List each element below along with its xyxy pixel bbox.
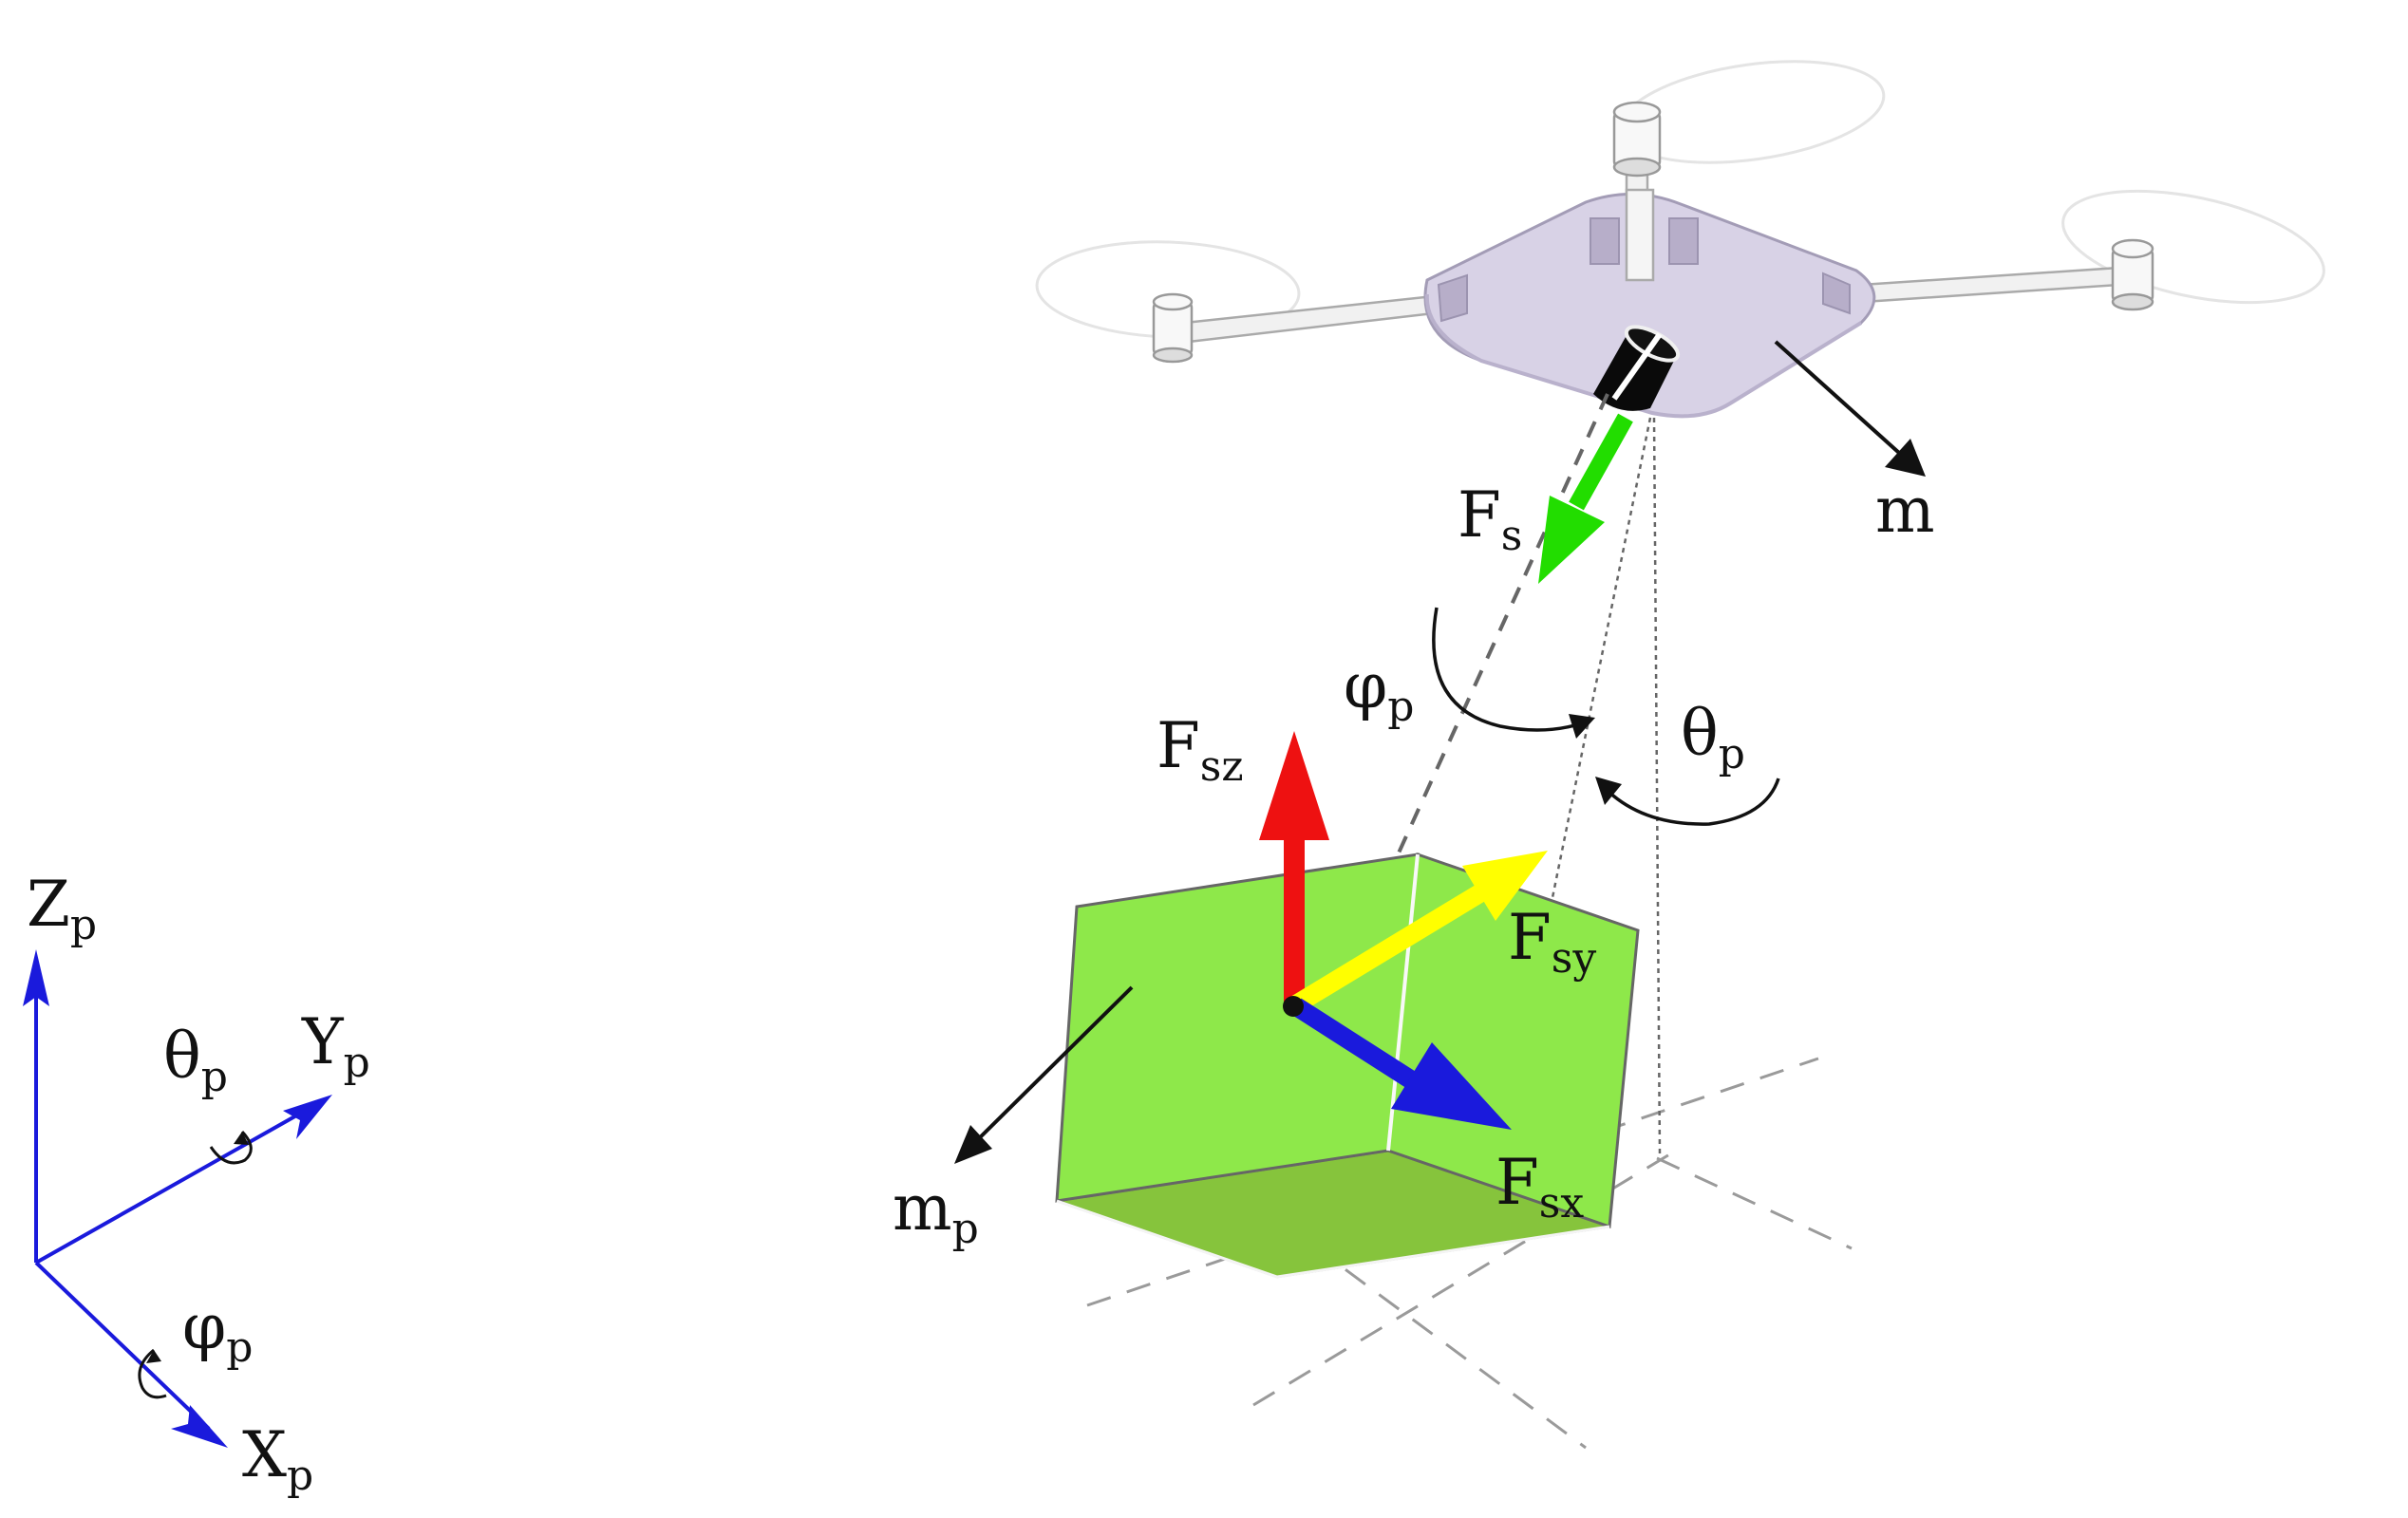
label-theta-cable: θp	[1681, 697, 1745, 778]
label-fsz: Fsz	[1157, 709, 1244, 791]
diagram-labels: Fs m φp θp Fsz Fsy Fsx mp Zp	[27, 474, 1935, 1500]
y-axis	[35, 1104, 314, 1265]
phi-arc	[1432, 607, 1589, 732]
drone-motors	[1152, 101, 2154, 364]
x-axis	[34, 1261, 211, 1431]
cable-lines	[1394, 393, 1662, 1154]
label-z-axis: Zp	[27, 868, 97, 949]
quadcopter-drone-icon	[1035, 60, 2325, 419]
label-fsy: Fsy	[1508, 901, 1596, 983]
theta-arc	[1603, 778, 1780, 826]
label-phi-axis: φp	[182, 1290, 253, 1372]
label-fs: Fs	[1458, 478, 1522, 560]
fsx-arrow	[1290, 998, 1512, 1130]
motion-arrows	[954, 340, 1926, 1164]
fsz-arrow	[1259, 731, 1329, 1002]
label-phi-cable: φp	[1344, 649, 1414, 731]
label-theta-axis: θp	[163, 1020, 228, 1101]
force-vectors	[1259, 413, 1633, 1130]
fs-arrow	[1538, 413, 1633, 584]
label-y-axis: Yp	[301, 1005, 370, 1087]
payload-coordinate-frame	[23, 949, 332, 1448]
label-m: m	[1875, 474, 1935, 547]
phi-rotation-arc	[138, 1348, 167, 1399]
cable-attachment	[1593, 325, 1681, 411]
payload-box-icon	[1055, 852, 1640, 1279]
axis-rotation-arcs	[138, 1130, 253, 1399]
label-mp: mp	[893, 1171, 979, 1253]
payload-front-face	[1055, 853, 1420, 1203]
label-fsx: Fsx	[1496, 1146, 1584, 1228]
angle-arcs	[1432, 607, 1780, 826]
fsy-arrow	[1290, 851, 1548, 1013]
force-origin-point	[1283, 996, 1304, 1017]
theta-rotation-arc	[209, 1130, 253, 1165]
label-x-axis: Xp	[242, 1418, 313, 1500]
